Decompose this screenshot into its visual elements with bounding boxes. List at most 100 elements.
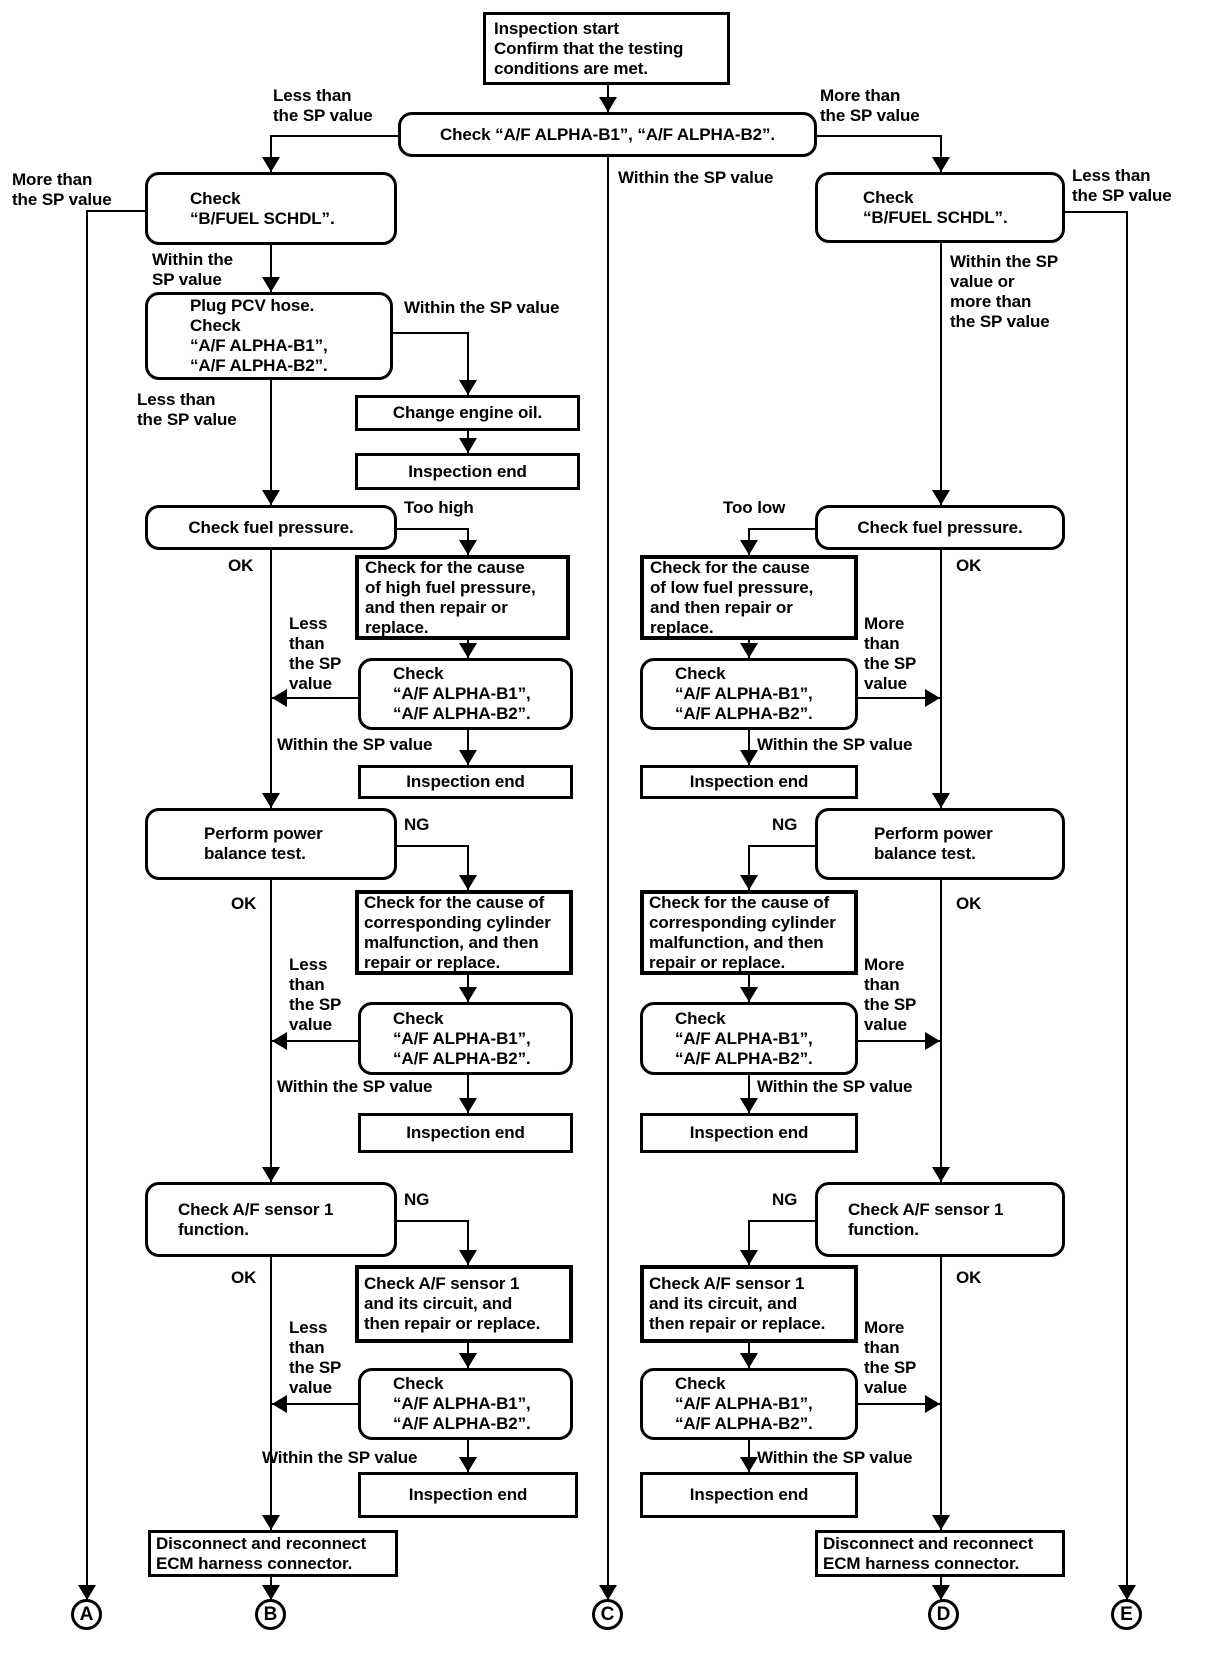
arrowhead-down-icon	[740, 1353, 758, 1368]
connector-line	[86, 210, 145, 212]
terminal-letter: D	[936, 1603, 951, 1625]
flow-node-change-engine-oil: Change engine oil.	[355, 395, 580, 431]
edge-label-less-top-left: Less than the SP value	[273, 86, 373, 125]
arrowhead-down-icon	[262, 490, 280, 505]
arrowhead-down-icon	[932, 1167, 950, 1182]
connector-b: B	[255, 1599, 286, 1630]
arrowhead-down-icon	[740, 987, 758, 1002]
arrowhead-down-icon	[459, 875, 477, 890]
edge-label-less-stack-3: Less than the SP value	[289, 1318, 342, 1397]
flow-node-check-alpha-top: Check “A/F ALPHA-B1”, “A/F ALPHA-B2”.	[398, 112, 817, 157]
flow-node-cause-cylinder-left: Check for the cause of corresponding cyl…	[355, 890, 573, 975]
edge-label-within-sp-3-right: Within the SP value	[757, 1448, 913, 1467]
flow-node-inspection-end-right-2: Inspection end	[640, 1113, 858, 1153]
arrowhead-down-icon	[740, 540, 758, 555]
arrowhead-down-icon	[740, 1457, 758, 1472]
flow-node-check-af-sensor-right: Check A/F sensor 1 function.	[815, 1182, 1065, 1257]
edge-label-more-stack-2: More than the SP value	[864, 955, 917, 1034]
edge-label-within-sp-1-right: Within the SP value	[757, 735, 913, 754]
flow-node-check-alpha-right-2: Check “A/F ALPHA-B1”, “A/F ALPHA-B2”.	[640, 1002, 858, 1075]
flow-node-inspection-end-left-3: Inspection end	[358, 1472, 578, 1518]
flow-node-disconnect-ecm-left: Disconnect and reconnect ECM harness con…	[148, 1530, 398, 1577]
flow-node-text: Check A/F sensor 1 and its circuit, and …	[364, 1274, 541, 1333]
flow-node-power-balance-left: Perform power balance test.	[145, 808, 397, 880]
edge-label-ok-power-left: OK	[231, 894, 257, 913]
connector-c: C	[592, 1599, 623, 1630]
arrowhead-down-icon	[459, 987, 477, 1002]
connector-line	[940, 243, 942, 505]
arrowhead-down-icon	[932, 490, 950, 505]
arrowhead-down-icon	[459, 1457, 477, 1472]
flow-node-check-alpha-left-1: Check “A/F ALPHA-B1”, “A/F ALPHA-B2”.	[358, 658, 573, 730]
edge-label-less-stack-1: Less than the SP value	[289, 614, 342, 693]
flow-node-sensor-circuit-left: Check A/F sensor 1 and its circuit, and …	[355, 1265, 573, 1343]
flow-node-inspection-end-right-1: Inspection end	[640, 765, 858, 799]
connector-line	[940, 550, 942, 808]
flow-node-text: Check “A/F ALPHA-B1”, “A/F ALPHA-B2”.	[675, 1374, 813, 1433]
edge-label-within-center-rail: Within the SP value	[618, 168, 774, 187]
connector-line	[270, 1257, 272, 1530]
arrowhead-left-icon	[272, 689, 287, 707]
arrowhead-down-icon	[740, 1098, 758, 1113]
arrowhead-down-icon	[932, 1515, 950, 1530]
arrowhead-down-icon	[262, 1515, 280, 1530]
edge-label-within-pcv-branch: Within the SP value	[404, 298, 560, 317]
flow-node-text: Inspection start Confirm that the testin…	[494, 18, 684, 78]
flow-node-inspection-end-left-1: Inspection end	[358, 765, 573, 799]
arrowhead-down-icon	[740, 643, 758, 658]
edge-label-too-high: Too high	[404, 498, 474, 517]
flow-node-inspection-end-left-2: Inspection end	[358, 1113, 573, 1153]
edge-label-within-below-bfuel-left: Within the SP value	[152, 250, 233, 289]
connector-e: E	[1111, 1599, 1142, 1630]
edge-label-more-top-right: More than the SP value	[820, 86, 920, 125]
connector-line	[467, 1220, 469, 1265]
edge-label-more-stack-3: More than the SP value	[864, 1318, 917, 1397]
arrowhead-down-icon	[740, 750, 758, 765]
flow-node-text: Inspection end	[689, 772, 809, 791]
connector-line	[1126, 211, 1128, 1600]
connector-d: D	[928, 1599, 959, 1630]
arrowhead-down-icon	[459, 438, 477, 453]
edge-label-less-far-right: Less than the SP value	[1072, 166, 1172, 205]
arrowhead-down-icon	[740, 875, 758, 890]
edge-label-ok-sensor-right: OK	[956, 1268, 982, 1287]
flow-node-inspection-end-right-3: Inspection end	[640, 1472, 858, 1518]
edge-label-too-low: Too low	[723, 498, 786, 517]
flow-node-inspection-start: Inspection start Confirm that the testin…	[483, 12, 730, 85]
terminal-letter: C	[600, 1603, 615, 1625]
flow-node-check-fuel-pressure-right: Check fuel pressure.	[815, 505, 1065, 550]
arrowhead-down-icon	[1118, 1585, 1136, 1600]
connector-line	[858, 697, 940, 699]
connector-line	[272, 1403, 358, 1405]
flow-node-text: Check “A/F ALPHA-B1”, “A/F ALPHA-B2”.	[675, 664, 813, 723]
edge-label-ng-power-left: NG	[404, 815, 430, 834]
flow-node-text: Check for the cause of high fuel pressur…	[365, 557, 536, 637]
arrowhead-down-icon	[262, 157, 280, 172]
edge-label-within-sp-1-left: Within the SP value	[277, 735, 433, 754]
arrowhead-down-icon	[459, 380, 477, 395]
flow-node-text: Change engine oil.	[392, 403, 543, 422]
flow-node-power-balance-right: Perform power balance test.	[815, 808, 1065, 880]
flow-node-bfuel-schdl-right: Check “B/FUEL SCHDL”.	[815, 172, 1065, 243]
terminal-letter: E	[1120, 1603, 1133, 1625]
flow-node-text: Inspection end	[406, 772, 525, 791]
flow-node-text: Check “A/F ALPHA-B1”, “A/F ALPHA-B2”.	[393, 1374, 531, 1433]
flow-node-text: Disconnect and reconnect ECM harness con…	[823, 1533, 1034, 1573]
flow-node-text: Inspection end	[689, 1485, 809, 1504]
edge-label-ok-fuel-left: OK	[228, 556, 254, 575]
flow-node-text: Check “B/FUEL SCHDL”.	[190, 188, 335, 228]
flow-node-text: Check for the cause of low fuel pressure…	[650, 557, 814, 637]
connector-a: A	[71, 1599, 102, 1630]
connector-line	[272, 1040, 358, 1042]
flow-node-check-af-sensor-left: Check A/F sensor 1 function.	[145, 1182, 397, 1257]
arrowhead-down-icon	[932, 157, 950, 172]
flow-node-check-alpha-left-2: Check “A/F ALPHA-B1”, “A/F ALPHA-B2”.	[358, 1002, 573, 1075]
connector-line	[940, 880, 942, 1182]
arrowhead-right-icon	[925, 1395, 940, 1413]
flow-node-text: Inspection end	[406, 1123, 525, 1142]
flow-node-cause-high-fuel-pressure: Check for the cause of high fuel pressur…	[355, 555, 570, 640]
terminal-letter: B	[263, 1603, 278, 1625]
edge-label-ng-sensor-right: NG	[772, 1190, 798, 1209]
flow-node-plug-pcv-hose: Plug PCV hose. Check “A/F ALPHA-B1”, “A/…	[145, 292, 393, 380]
